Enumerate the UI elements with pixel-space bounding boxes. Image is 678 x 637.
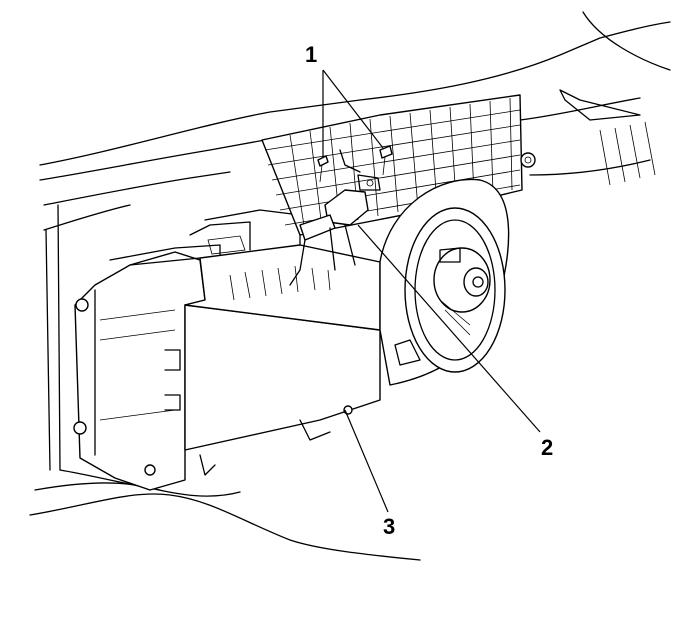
callout-leaders [322, 69, 541, 513]
blower-resistor [289, 149, 381, 286]
callout-label-3: 3 [383, 514, 395, 539]
blower-motor-scroll [379, 178, 510, 386]
callout-label-1: 1 [305, 42, 317, 67]
callout-label-2: 2 [541, 435, 553, 460]
